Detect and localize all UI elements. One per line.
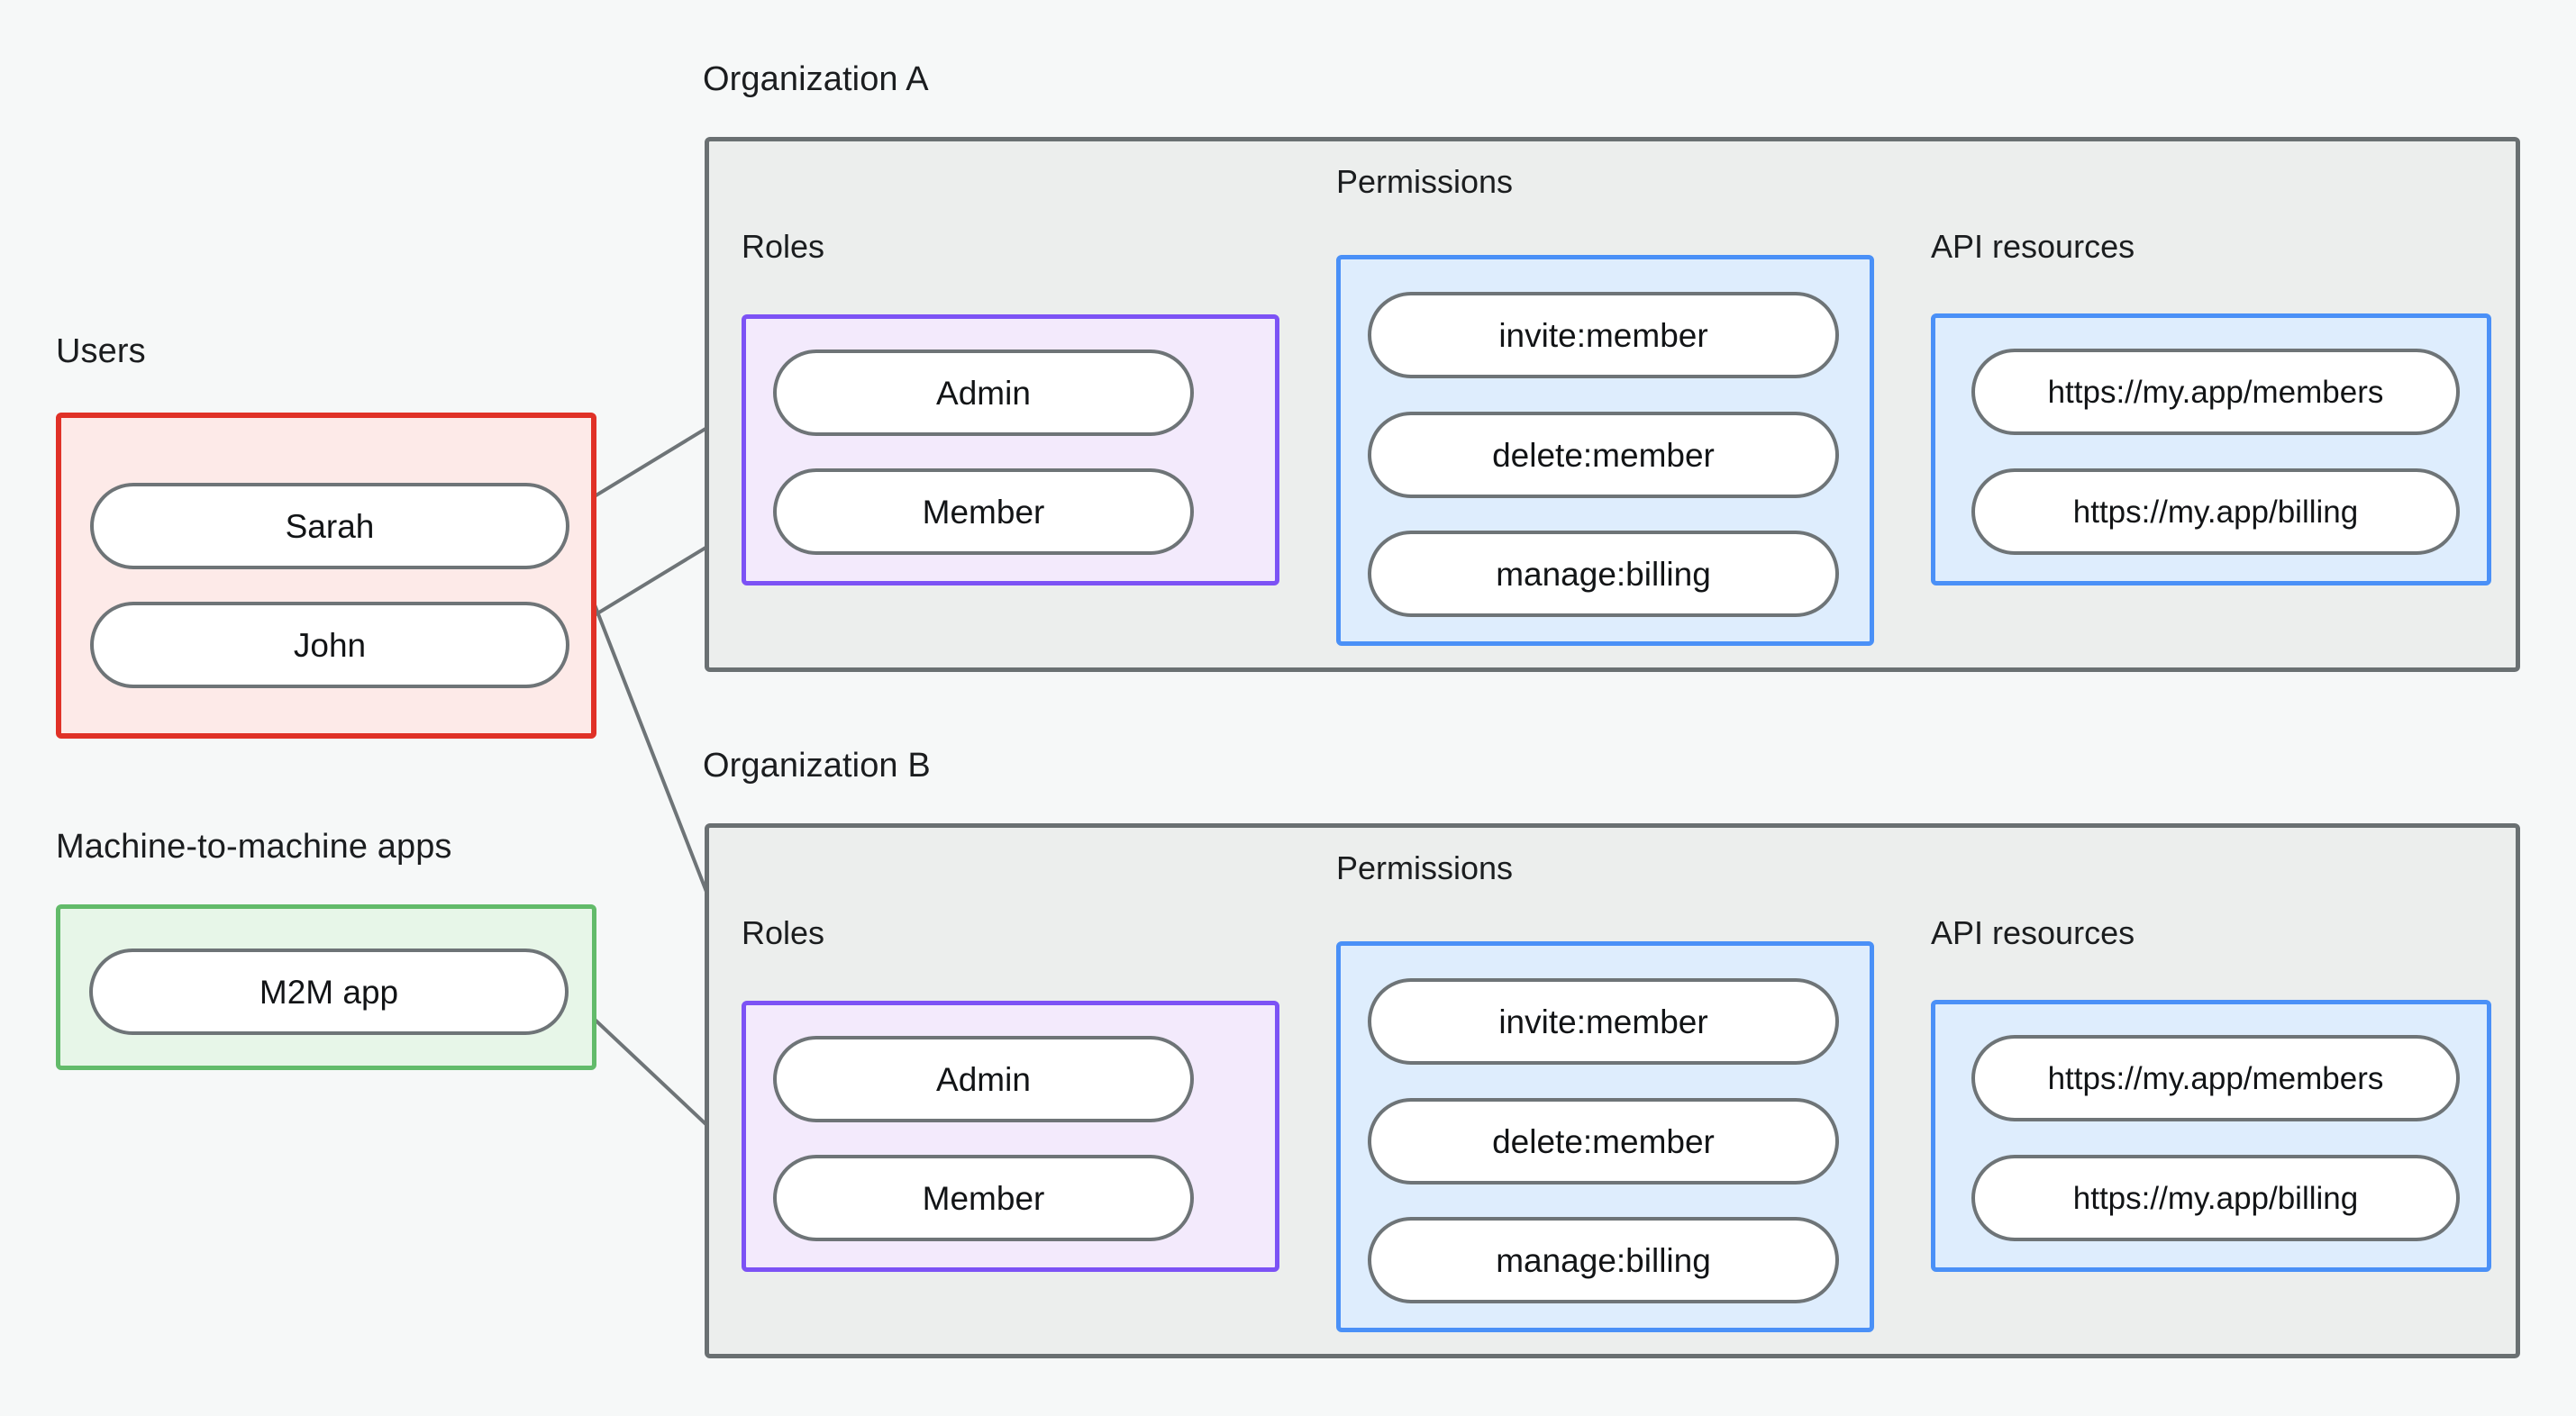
users-group-box: Sarah John <box>56 413 596 739</box>
orgB-roles-label: Roles <box>742 914 825 951</box>
orgB-roles-box: Admin Member <box>742 1001 1279 1272</box>
user-pill-sarah[interactable]: Sarah <box>90 483 569 569</box>
m2m-group-label: Machine-to-machine apps <box>56 828 452 866</box>
orgB-api-resource-pill-members[interactable]: https://my.app/members <box>1971 1035 2460 1121</box>
users-group-label: Users <box>56 332 146 370</box>
orgA-permission-pill-invite-member[interactable]: invite:member <box>1368 292 1839 378</box>
orgB-permissions-box: invite:member delete:member manage:billi… <box>1336 941 1874 1332</box>
orgA-permission-pill-delete-member[interactable]: delete:member <box>1368 412 1839 498</box>
orgB-permission-pill-manage-billing[interactable]: manage:billing <box>1368 1217 1839 1303</box>
orgA-roles-label: Roles <box>742 228 825 265</box>
orgB-permissions-label: Permissions <box>1336 849 1514 886</box>
orgB-api-resources-box: https://my.app/members https://my.app/bi… <box>1931 1000 2491 1272</box>
orgB-role-pill-member[interactable]: Member <box>773 1155 1194 1241</box>
m2m-pill-app[interactable]: M2M app <box>89 949 569 1035</box>
orgB-api-resource-pill-billing[interactable]: https://my.app/billing <box>1971 1155 2460 1241</box>
organization-b-label: Organization B <box>703 747 931 785</box>
orgB-role-pill-admin[interactable]: Admin <box>773 1036 1194 1122</box>
orgA-api-resource-pill-billing[interactable]: https://my.app/billing <box>1971 468 2460 555</box>
orgB-permission-pill-delete-member[interactable]: delete:member <box>1368 1098 1839 1185</box>
orgB-api-resources-label: API resources <box>1931 914 2135 951</box>
orgA-api-resource-pill-members[interactable]: https://my.app/members <box>1971 349 2460 435</box>
orgA-permissions-label: Permissions <box>1336 163 1514 200</box>
user-pill-john[interactable]: John <box>90 602 569 688</box>
orgA-role-pill-admin[interactable]: Admin <box>773 349 1194 436</box>
orgB-permission-pill-invite-member[interactable]: invite:member <box>1368 978 1839 1065</box>
orgA-permissions-box: invite:member delete:member manage:billi… <box>1336 255 1874 646</box>
orgA-api-resources-box: https://my.app/members https://my.app/bi… <box>1931 313 2491 585</box>
orgA-roles-box: Admin Member <box>742 314 1279 585</box>
orgA-permission-pill-manage-billing[interactable]: manage:billing <box>1368 531 1839 617</box>
organization-b-box: Roles Admin Member Permissions invite:me… <box>705 823 2520 1358</box>
organization-a-box: Roles Admin Member Permissions invite:me… <box>705 137 2520 672</box>
organization-a-label: Organization A <box>703 60 929 98</box>
m2m-group-box: M2M app <box>56 904 596 1070</box>
orgA-api-resources-label: API resources <box>1931 228 2135 265</box>
orgA-role-pill-member[interactable]: Member <box>773 468 1194 555</box>
